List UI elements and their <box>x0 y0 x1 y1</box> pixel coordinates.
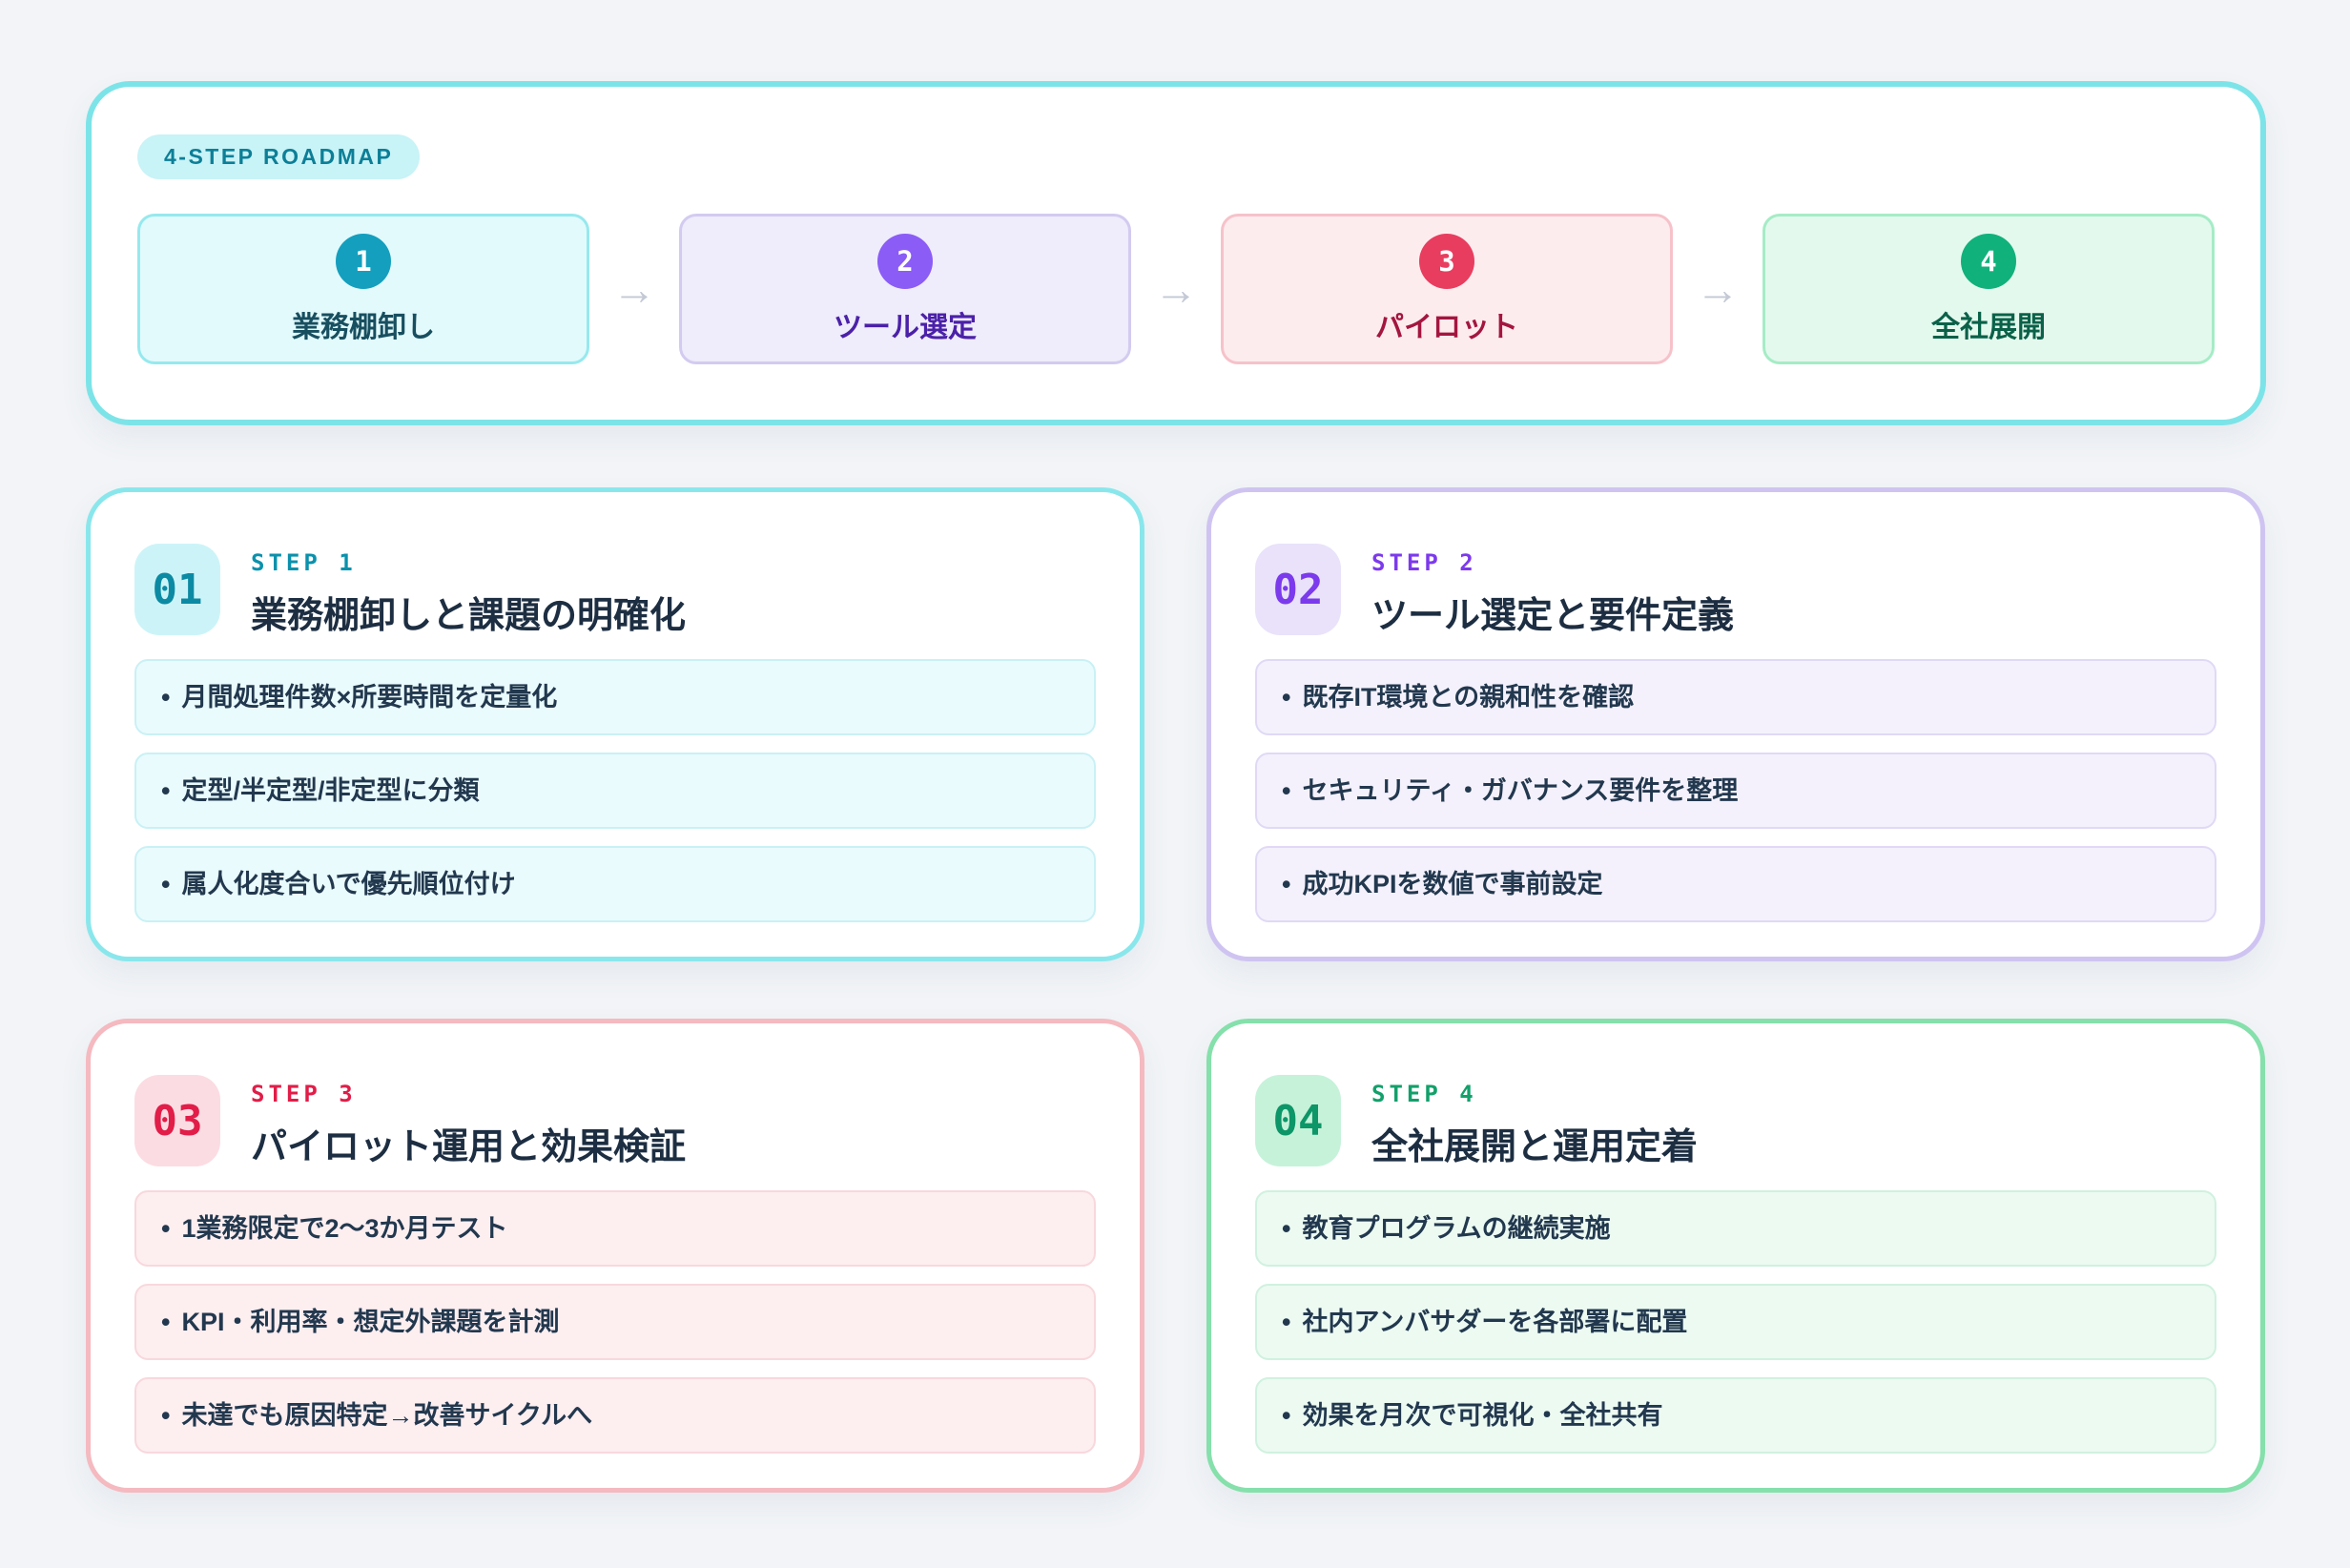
list-item: • 社内アンバサダーを各部署に配置 <box>1255 1284 2216 1360</box>
step-card-4: 04 STEP 4 全社展開と運用定着 • 教育プログラムの継続実施 • 社内アンバ… <box>1206 1019 2265 1493</box>
step-label: パイロット <box>1375 311 1518 343</box>
roadmap-step-1: 1 業務棚卸し <box>137 214 589 364</box>
step-items: • 既存IT環境との親和性を確認 • セキュリティ・ガバナンス要件を整理 • 成功KP… <box>1255 659 2216 922</box>
header-text: STEP 3 パイロット運用と効果検証 <box>251 1075 686 1169</box>
list-item: • 月間処理件数×所要時間を定量化 <box>134 659 1096 735</box>
roadmap-step-3: 3 パイロット <box>1221 214 1673 364</box>
bullet-icon: • <box>161 1401 171 1430</box>
bullet-icon: • <box>1282 1308 1291 1336</box>
list-item-text: 定型/半定型/非定型に分類 <box>181 776 480 805</box>
step-label: 全社展開 <box>1931 311 2046 343</box>
bullet-icon: • <box>161 776 171 805</box>
list-item-text: 成功KPIを数値で事前設定 <box>1302 870 1603 898</box>
step-items: • 1業務限定で2〜3か月テスト • KPI・利用率・想定外課題を計測 • 未達でも原… <box>134 1190 1096 1454</box>
step-title: ツール選定と要件定義 <box>1371 596 1735 636</box>
list-item-text: KPI・利用率・想定外課題を計測 <box>181 1308 560 1336</box>
list-item: • 成功KPIを数値で事前設定 <box>1255 846 2216 922</box>
step-title: 全社展開と運用定着 <box>1371 1127 1699 1167</box>
card-header: 04 STEP 4 全社展開と運用定着 <box>1255 1075 2216 1169</box>
step-number-badge: 4 <box>1961 233 2016 289</box>
roadmap-overview-card: 4-STEP ROADMAP 1 業務棚卸し → 2 ツール選定 → 3 パイロ… <box>86 81 2266 425</box>
list-item-text: 1業務限定で2〜3か月テスト <box>181 1214 508 1243</box>
step-label: 業務棚卸し <box>292 311 435 343</box>
bullet-icon: • <box>161 1308 171 1336</box>
header-text: STEP 4 全社展開と運用定着 <box>1371 1075 1698 1169</box>
list-item: • KPI・利用率・想定外課題を計測 <box>134 1284 1096 1360</box>
step-card-3: 03 STEP 3 パイロット運用と効果検証 • 1業務限定で2〜3か月テスト •… <box>86 1019 1144 1493</box>
step-card-2: 02 STEP 2 ツール選定と要件定義 • 既存IT環境との親和性を確認 • セキ… <box>1206 487 2265 961</box>
list-item-text: 効果を月次で可視化・全社共有 <box>1302 1401 1663 1430</box>
list-item-text: 月間処理件数×所要時間を定量化 <box>181 683 558 712</box>
bullet-icon: • <box>1282 683 1291 712</box>
bullet-icon: • <box>1282 776 1291 805</box>
card-header: 01 STEP 1 業務棚卸しと課題の明確化 <box>134 544 1096 638</box>
step-number-chip: 04 <box>1255 1075 1341 1166</box>
header-text: STEP 2 ツール選定と要件定義 <box>1371 544 1734 638</box>
bullet-icon: • <box>161 683 171 712</box>
list-item-text: 教育プログラムの継続実施 <box>1302 1214 1611 1243</box>
step-eyebrow: STEP 4 <box>1371 1081 1477 1107</box>
arrow-right-icon: → <box>1154 264 1198 314</box>
list-item: • 定型/半定型/非定型に分類 <box>134 753 1096 829</box>
step-number-chip: 03 <box>134 1075 220 1166</box>
step-items: • 教育プログラムの継続実施 • 社内アンバサダーを各部署に配置 • 効果を月次で可視… <box>1255 1190 2216 1454</box>
list-item: • 属人化度合いで優先順位付け <box>134 846 1096 922</box>
step-label: ツール選定 <box>834 311 977 343</box>
step-eyebrow: STEP 2 <box>1371 549 1477 576</box>
bullet-icon: • <box>1282 1214 1291 1243</box>
step-items: • 月間処理件数×所要時間を定量化 • 定型/半定型/非定型に分類 • 属人化度合いで… <box>134 659 1096 922</box>
step-number-badge: 1 <box>336 233 391 289</box>
step-title: 業務棚卸しと課題の明確化 <box>251 596 687 636</box>
step-number-chip: 02 <box>1255 544 1341 635</box>
step-title: パイロット運用と効果検証 <box>251 1127 687 1167</box>
step-number-chip: 01 <box>134 544 220 635</box>
list-item: • セキュリティ・ガバナンス要件を整理 <box>1255 753 2216 829</box>
list-item: • 既存IT環境との親和性を確認 <box>1255 659 2216 735</box>
list-item-text: 未達でも原因特定→改善サイクルへ <box>181 1401 593 1430</box>
step-eyebrow: STEP 3 <box>251 1081 357 1107</box>
step-eyebrow: STEP 1 <box>251 549 357 576</box>
header-text: STEP 1 業務棚卸しと課題の明確化 <box>251 544 686 638</box>
bullet-icon: • <box>1282 870 1291 898</box>
list-item-text: 社内アンバサダーを各部署に配置 <box>1302 1308 1688 1336</box>
card-header: 03 STEP 3 パイロット運用と効果検証 <box>134 1075 1096 1169</box>
arrow-right-icon: → <box>612 264 656 314</box>
bullet-icon: • <box>161 1214 171 1243</box>
list-item-text: 属人化度合いで優先順位付け <box>181 870 516 898</box>
roadmap-step-4: 4 全社展開 <box>1762 214 2215 364</box>
roadmap-steps-row: 1 業務棚卸し → 2 ツール選定 → 3 パイロット → 4 全社展開 <box>137 214 2215 364</box>
list-item: • 1業務限定で2〜3か月テスト <box>134 1190 1096 1267</box>
list-item: • 効果を月次で可視化・全社共有 <box>1255 1377 2216 1454</box>
bullet-icon: • <box>161 870 171 898</box>
roadmap-step-2: 2 ツール選定 <box>679 214 1131 364</box>
step-number-badge: 2 <box>877 233 933 289</box>
bullet-icon: • <box>1282 1401 1291 1430</box>
card-header: 02 STEP 2 ツール選定と要件定義 <box>1255 544 2216 638</box>
list-item-text: 既存IT環境との親和性を確認 <box>1302 683 1635 712</box>
arrow-right-icon: → <box>1696 264 1740 314</box>
list-item-text: セキュリティ・ガバナンス要件を整理 <box>1302 776 1739 805</box>
roadmap-badge: 4-STEP ROADMAP <box>137 134 421 179</box>
step-number-badge: 3 <box>1419 233 1474 289</box>
list-item: • 未達でも原因特定→改善サイクルへ <box>134 1377 1096 1454</box>
list-item: • 教育プログラムの継続実施 <box>1255 1190 2216 1267</box>
step-card-1: 01 STEP 1 業務棚卸しと課題の明確化 • 月間処理件数×所要時間を定量化 … <box>86 487 1144 961</box>
